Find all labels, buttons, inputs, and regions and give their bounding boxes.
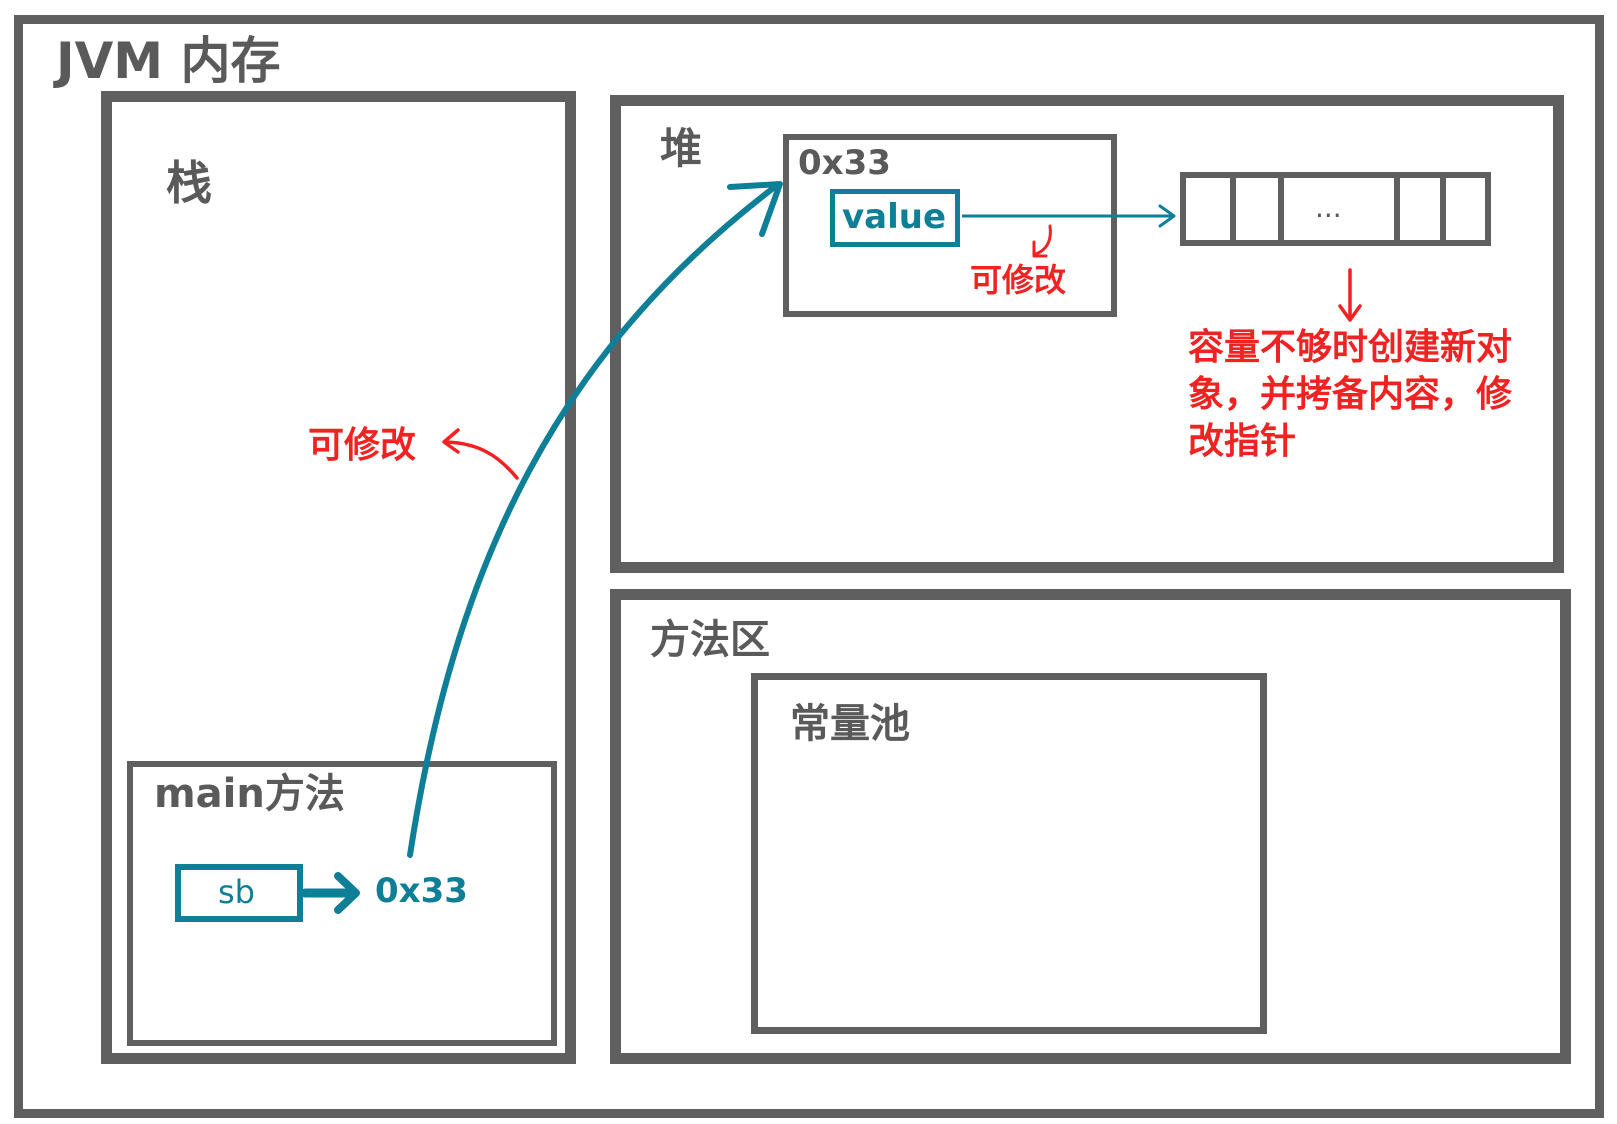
value-to-array-arrowhead	[1158, 204, 1176, 228]
heap-area	[610, 95, 1564, 573]
reference-note-arrowhead	[442, 428, 460, 454]
value-note-arrow	[1034, 224, 1052, 256]
reference-curve-arrowhead	[727, 181, 783, 237]
reference-note-arrow	[444, 440, 519, 480]
method-area	[610, 589, 1571, 1064]
reference-curve-arrow	[407, 183, 779, 858]
sb-variable-box	[175, 864, 303, 922]
jvm-memory-frame	[14, 15, 1604, 1118]
value-note-arrowhead	[1032, 240, 1048, 258]
array-capacity-note: 容量不够时创建新对象，并拷备内容，修改指针	[1188, 327, 1513, 462]
array-ellipsis: ...	[1315, 191, 1342, 224]
main-method-frame	[127, 761, 557, 1046]
sb-variable-label: sb	[218, 873, 255, 911]
main-method-title: main方法	[154, 771, 345, 817]
array-cell-divider	[1440, 178, 1446, 240]
array-cell-divider	[1230, 178, 1236, 240]
heap-title: 堆	[660, 124, 703, 173]
stack-title: 栈	[166, 156, 212, 210]
char-array-box	[1180, 172, 1491, 246]
array-note-arrowhead	[1338, 304, 1362, 322]
sb-to-reference-arrowhead	[334, 872, 360, 914]
stack-area	[101, 91, 576, 1064]
heap-object-address: 0x33	[798, 143, 891, 183]
constant-pool-box	[751, 673, 1267, 1034]
array-cell-divider	[1394, 178, 1400, 240]
reference-modifiable-note: 可修改	[308, 425, 417, 466]
heap-object-box	[783, 134, 1117, 317]
value-modifiable-note: 可修改	[970, 261, 1067, 299]
value-field-box	[830, 189, 960, 247]
array-cell-divider	[1278, 178, 1284, 240]
jvm-memory-title: JVM 内存	[56, 32, 281, 90]
sb-reference-value: 0x33	[375, 871, 468, 911]
constant-pool-title: 常量池	[790, 701, 910, 747]
method-area-title: 方法区	[650, 617, 770, 663]
value-field-label: value	[842, 197, 947, 237]
